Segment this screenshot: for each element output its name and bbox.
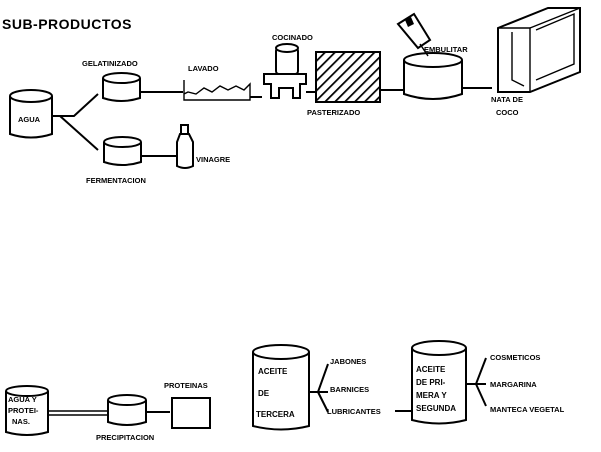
nata-label-line1: NATA DE (491, 95, 523, 104)
cocinado-cooker (264, 44, 306, 98)
branch-cosmeticos (466, 358, 486, 384)
precipitacion-label: PRECIPITACION (96, 433, 154, 442)
margarina-label: MARGARINA (490, 380, 537, 389)
aceite-primera-line4: SEGUNDA (416, 404, 456, 413)
gelatinizado-container (103, 73, 140, 101)
precipitacion-container (108, 395, 146, 425)
barnices-label: BARNICES (330, 385, 369, 394)
connector-agua-gelatinizado (52, 94, 98, 116)
nata-box (498, 8, 580, 92)
aceite-primera-line2: DE PRI- (416, 378, 446, 387)
lavado-label: LAVADO (188, 64, 219, 73)
branch-jabones (309, 364, 328, 392)
nata-label-line2: COCO (496, 108, 519, 117)
aceite-tercera-line2: DE (258, 389, 270, 398)
fermentacion-container (104, 137, 141, 165)
aceite-primera-line1: ACEITE (416, 365, 446, 374)
vinagre-label: VINAGRE (196, 155, 230, 164)
lubricantes-label: LUBRICANTES (327, 407, 381, 416)
diagram-title: SUB-PRODUCTOS (2, 16, 132, 32)
embulitar-label: EMBULITAR (424, 45, 468, 54)
proteinas-label: PROTEINAS (164, 381, 208, 390)
agua-label: AGUA (18, 115, 41, 124)
jabones-label: JABONES (330, 357, 366, 366)
lavado-basin (184, 80, 250, 100)
aceite-tercera-line1: ACEITE (258, 367, 288, 376)
aceite-primera-line3: MERA Y (416, 391, 447, 400)
connector-agua-fermentacion (60, 116, 98, 150)
cosmeticos-label: COSMETICOS (490, 353, 540, 362)
agua-tank (10, 90, 52, 138)
aceite-tercera-line3: TERCERA (256, 410, 295, 419)
cocinado-label: COCINADO (272, 33, 313, 42)
agua-proteinas-line3: NAS. (12, 417, 30, 426)
embulitar-container (398, 14, 462, 99)
manteca-label: MANTECA VEGETAL (490, 405, 565, 414)
agua-proteinas-line1: AGUA Y (8, 395, 37, 404)
gelatinizado-label: GELATINIZADO (82, 59, 138, 68)
pasterizado-label: PASTERIZADO (307, 108, 360, 117)
branch-manteca (476, 384, 486, 406)
vinagre-bottle (177, 125, 193, 168)
agua-proteinas-line2: PROTEI- (8, 406, 39, 415)
fermentacion-label: FERMENTACION (86, 176, 146, 185)
pasterizado-box (316, 52, 380, 102)
proteinas-box (172, 398, 210, 428)
